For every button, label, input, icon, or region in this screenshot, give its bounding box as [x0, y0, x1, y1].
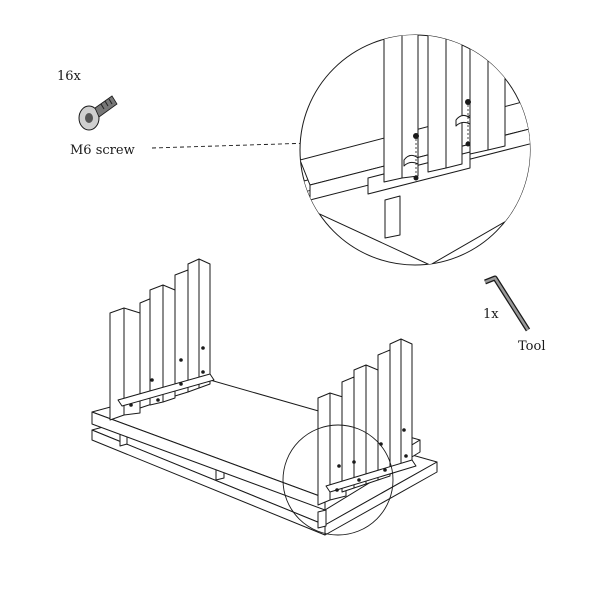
allen-key-icon — [484, 275, 531, 332]
zoom-callout — [299, 34, 531, 266]
furniture-frame — [91, 258, 438, 536]
clip-bracket-icon — [403, 114, 471, 167]
screw-marker-icon — [413, 99, 471, 181]
screw-quantity: 16x — [57, 69, 81, 84]
tool-quantity: 1x — [483, 307, 499, 322]
magnifier-circle-icon — [282, 424, 394, 536]
screw-icon — [78, 95, 118, 131]
tool-label: Tool — [518, 339, 546, 354]
screw-label: M6 screw — [70, 143, 135, 158]
screw-hole-icon — [129, 346, 408, 492]
